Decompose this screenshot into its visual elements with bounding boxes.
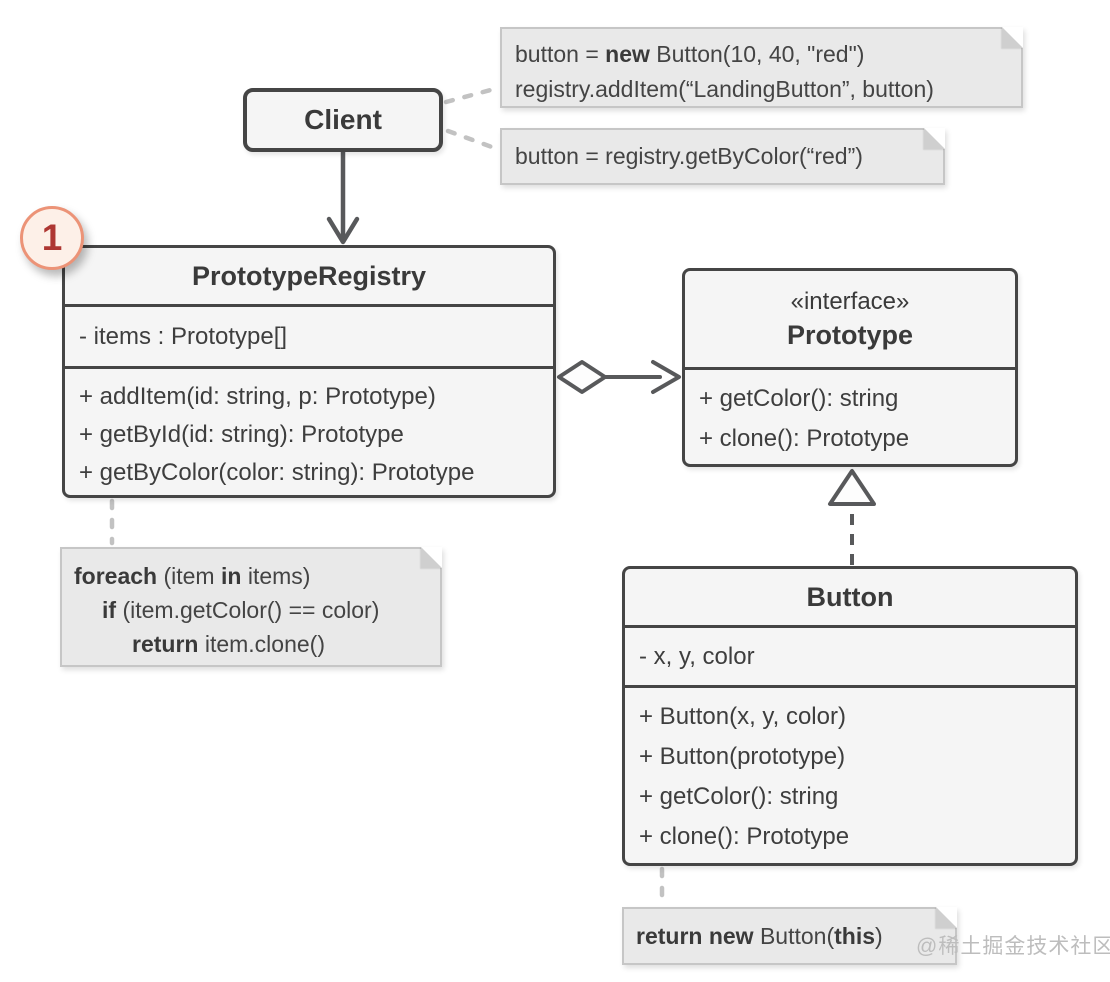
note-line: foreach (item in items) [74,563,311,589]
step-badge: 1 [20,206,84,270]
class-title-section: PrototypeRegistry [65,248,553,304]
uml-note-add-item: button = new Button(10, 40, "red") regis… [500,27,1023,108]
class-method: + getByColor(color: string): Prototype [79,459,475,486]
realization-triangle-icon [828,469,876,506]
note-line: button = registry.getByColor(“red”) [515,143,863,169]
note-line: registry.addItem(“LandingButton”, button… [515,76,934,102]
step-badge-number: 1 [41,217,63,258]
class-method: + Button(x, y, color) [639,703,846,730]
class-method: + clone(): Prototype [699,425,910,452]
class-title-section: «interface» Prototype [685,271,1015,367]
note-line: button = new Button(10, 40, "red") [515,41,865,67]
class-method: + getColor(): string [639,783,839,810]
note-connectors [109,85,665,906]
class-method: + getColor(): string [699,385,899,412]
class-attribute: - items : Prototype[] [79,322,288,350]
class-title: Button [806,581,894,612]
class-attributes-section: - x, y, color [625,625,1075,685]
association-arrow-client-registry [326,149,360,245]
watermark-text: @稀土掘金技术社区 [916,935,1110,958]
class-method: + getById(id: string): Prototype [79,421,404,448]
note-connector-client-add-item [443,85,501,105]
class-method: + addItem(id: string, p: Prototype) [79,383,436,410]
note-line: return item.clone() [132,631,325,657]
arrowhead-icon [326,216,360,245]
class-box-prototype-interface: «interface» Prototype + getColor(): stri… [682,268,1018,467]
uml-note-foreach: foreach (item in items) if (item.getColo… [60,547,442,667]
arrowhead-icon [651,360,681,394]
class-box-button: Button - x, y, color + Button(x, y, colo… [622,566,1078,866]
class-title-section: Button [625,569,1075,625]
class-attributes-section: - items : Prototype[] [65,304,553,366]
class-title: Prototype [786,319,913,350]
class-method: + clone(): Prototype [639,823,850,850]
class-box-client: Client [243,88,443,152]
uml-note-clone-impl: return new Button(this) [622,907,957,965]
class-title: PrototypeRegistry [191,260,427,291]
class-methods-section: + getColor(): string + clone(): Prototyp… [685,367,1015,464]
note-connector-client-get-by-color [445,128,503,153]
class-box-prototype-registry: PrototypeRegistry - items : Prototype[] … [62,245,556,498]
class-methods-section: + Button(x, y, color) + Button(prototype… [625,685,1075,863]
class-stereotype: «interface» [790,287,910,315]
realization-connector-button-prototype [828,469,876,565]
note-line: return new Button(this) [636,922,883,949]
class-methods-section: + addItem(id: string, p: Prototype) + ge… [65,366,553,495]
class-method: + Button(prototype) [639,743,846,770]
uml-note-get-by-color: button = registry.getByColor(“red”) [500,128,945,185]
class-title: Client [304,104,382,135]
aggregation-diamond-icon [557,360,607,394]
class-attribute: - x, y, color [639,642,755,670]
note-line: if (item.getColor() == color) [102,597,380,623]
aggregation-connector-registry-prototype [557,360,681,394]
